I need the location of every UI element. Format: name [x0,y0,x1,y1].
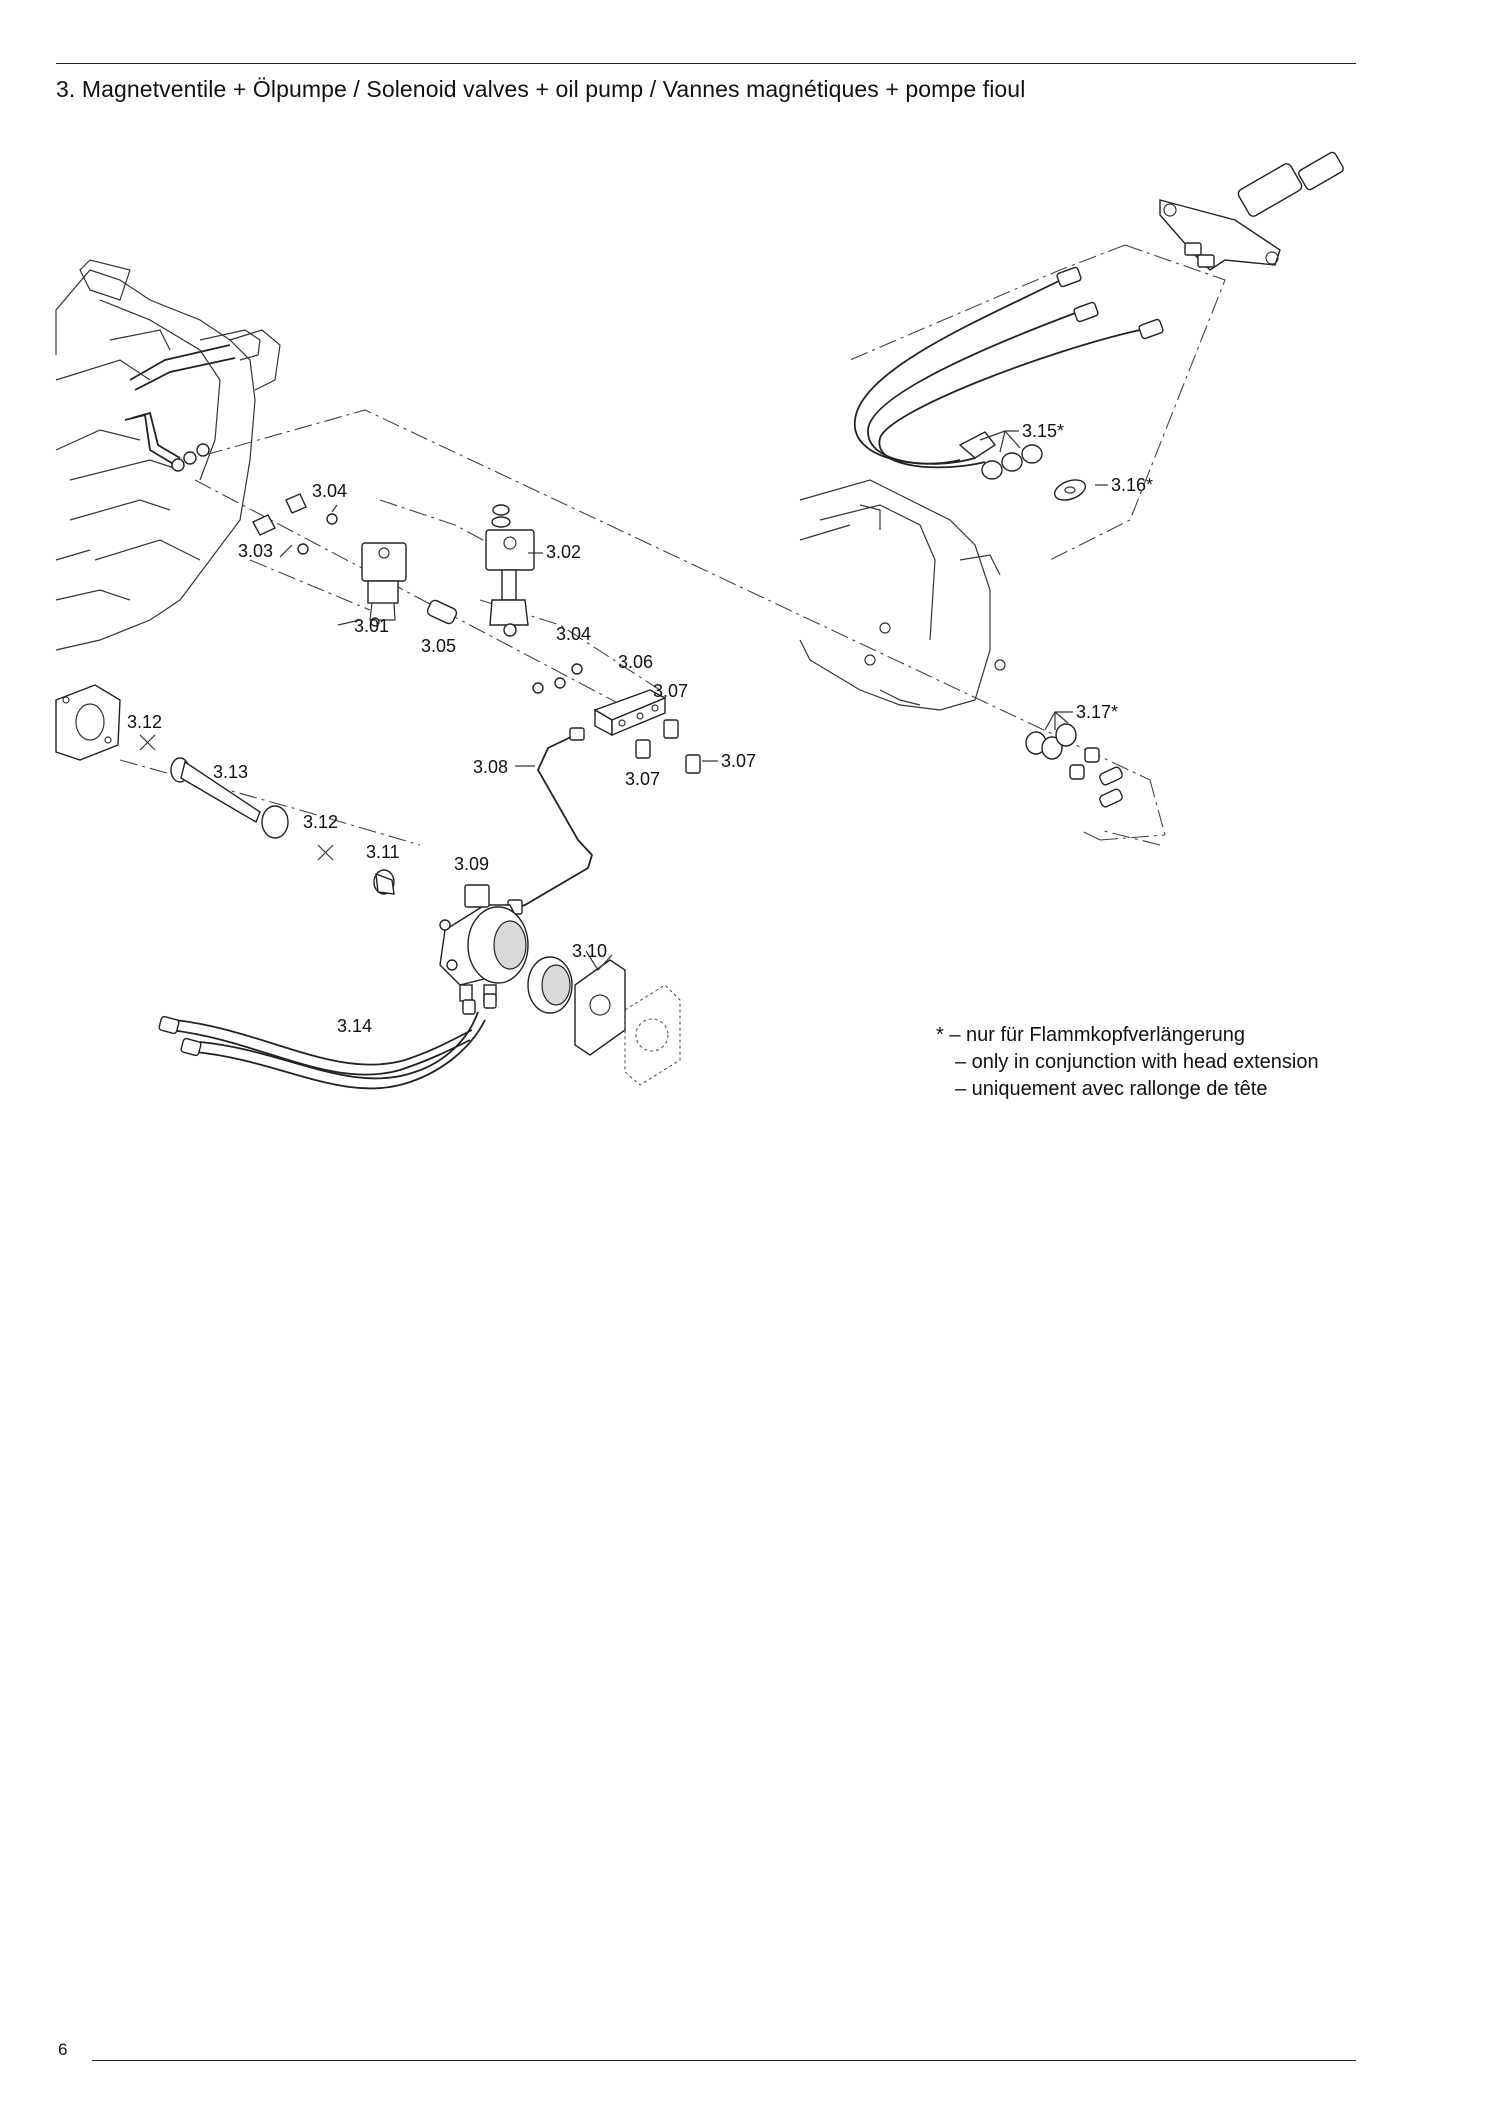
callout-3-08: 3.08 [473,757,508,777]
section-title: 3. Magnetventile + Ölpumpe / Solenoid va… [56,76,1026,102]
callout-3-16: 3.16* [1111,475,1153,495]
footnote-line-fr: – uniquement avec rallonge de tête [955,1078,1268,1100]
callout-3-10: 3.10 [572,941,607,961]
callout-3-11: 3.11 [366,842,400,862]
callout-3-07-top: 3.07 [653,681,688,701]
callout-labels: 3.01 3.02 3.03 3.04 3.04 3.05 3.06 3.07 … [127,421,1153,1036]
burner-housing-left [55,259,281,761]
callout-3-05: 3.05 [421,636,456,656]
callout-3-07-right: 3.07 [721,751,756,771]
callout-3-04-lower: 3.04 [556,624,591,644]
callout-3-17: 3.17* [1076,702,1118,722]
callout-3-03: 3.03 [238,541,273,561]
callout-3-01: 3.01 [354,616,389,636]
fittings-303-304-305 [252,493,583,694]
oil-hoses-314 [158,993,497,1090]
bottom-rule [92,2060,1356,2061]
callout-3-07-bottom: 3.07 [625,769,660,789]
head-extension-footnote: * – nur für Flammkopfverlängerung – only… [936,1022,1319,1103]
callout-3-15: 3.15* [1022,421,1064,441]
footnote-line-de: * – nur für Flammkopfverlängerung [936,1024,1246,1046]
callout-3-12-upper: 3.12 [127,712,162,732]
distributor-block-306 [593,689,701,774]
oil-line-308 [507,727,594,915]
head-extension-assembly [799,151,1344,808]
footnote-line-en: – only in conjunction with head extensio… [955,1051,1319,1073]
callout-3-02: 3.02 [546,542,581,562]
callout-3-14: 3.14 [337,1016,372,1036]
callout-3-06: 3.06 [618,652,653,672]
callout-3-12-lower: 3.12 [303,812,338,832]
callout-3-09: 3.09 [454,854,489,874]
pump-filter-310 [527,956,681,1086]
callout-3-13: 3.13 [213,762,248,782]
callout-3-04-upper: 3.04 [312,481,347,501]
solenoid-valve-301 [361,542,407,627]
coupling-parts-311-313 [139,734,395,895]
page-number: 6 [58,2040,68,2059]
oil-pump-309 [439,884,529,1002]
solenoid-valve-302 [485,504,535,637]
top-rule [56,63,1356,64]
leader-lines [279,430,1108,971]
